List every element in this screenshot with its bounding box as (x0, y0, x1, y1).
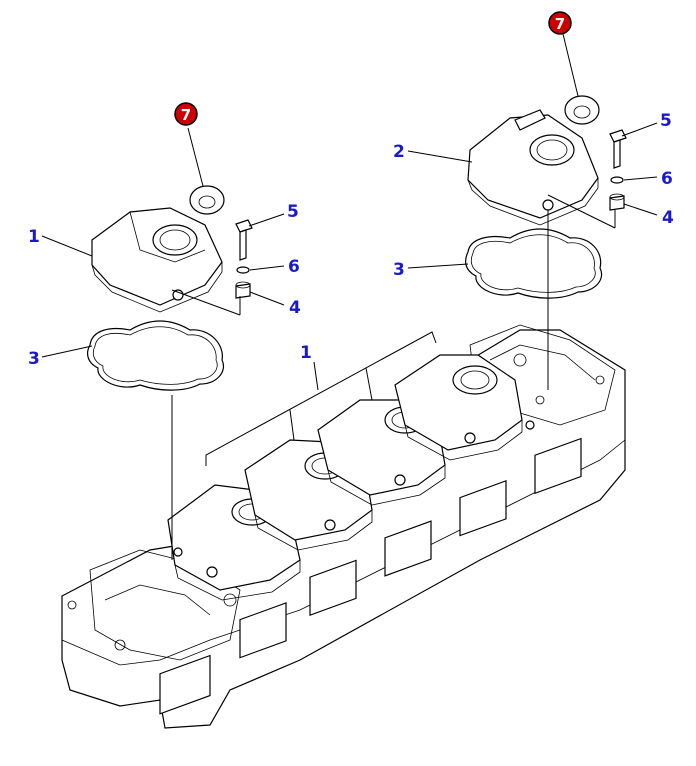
left-exploded-cover (91, 207, 223, 313)
callout-right-seal-number: 7 (555, 15, 565, 33)
callout-left-gasket: 3 (28, 349, 40, 369)
callout-right-washer: 6 (661, 169, 673, 189)
right-exploded-cover (467, 109, 599, 226)
callout-left-cover: 1 (28, 227, 40, 247)
callout-left-bushing: 4 (289, 298, 301, 318)
installed-cover-4 (394, 354, 535, 461)
right-gasket (465, 228, 603, 299)
left-gasket (87, 320, 224, 391)
callout-right-seal: 7 (548, 11, 572, 35)
right-bolt (609, 129, 627, 169)
callout-group-covers: 1 (300, 343, 312, 363)
left-bolt (235, 219, 253, 261)
callout-labels: 1 7 5 6 4 3 1 2 7 5 6 4 3 (28, 11, 674, 369)
left-washer (236, 266, 250, 274)
left-seal-ring (189, 185, 225, 215)
callout-left-bolt: 5 (287, 202, 299, 222)
callout-left-washer: 6 (288, 257, 300, 277)
installed-covers (167, 354, 535, 601)
right-washer (610, 176, 624, 184)
right-seal-ring (564, 95, 600, 125)
leader-lines (41, 33, 658, 466)
callout-right-bushing: 4 (662, 208, 674, 228)
callout-right-cover: 2 (393, 142, 405, 162)
callout-right-bolt: 5 (660, 111, 672, 131)
left-bushing (235, 281, 251, 299)
callout-left-seal: 7 (174, 102, 198, 126)
callout-left-seal-number: 7 (181, 106, 191, 124)
callout-right-gasket: 3 (393, 260, 405, 280)
port-row (159, 437, 582, 715)
right-bushing (609, 193, 625, 211)
